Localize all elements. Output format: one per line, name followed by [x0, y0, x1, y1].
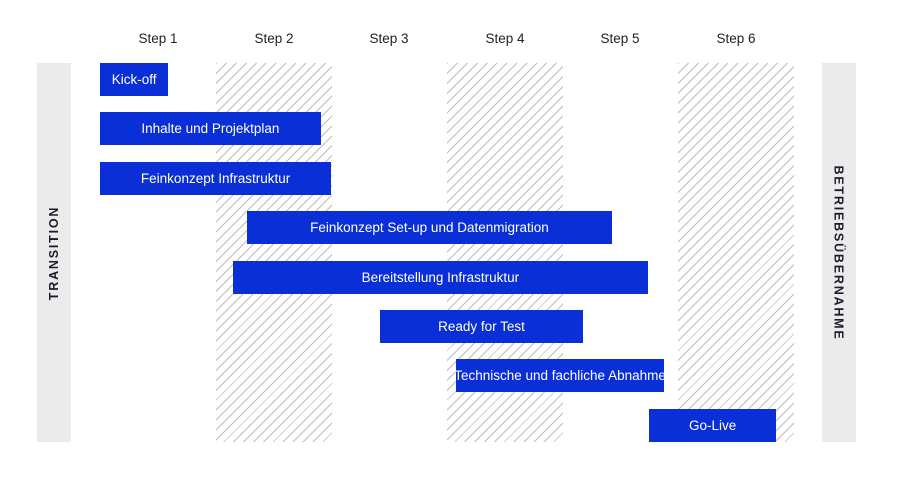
task-bar-kick-off: Kick-off	[100, 63, 169, 96]
betriebsuebernahme-sidebar: BETRIEBSÜBERNAHME	[822, 63, 856, 442]
task-bar-go-live: Go-Live	[649, 408, 777, 442]
step-2-header: Step 2	[254, 31, 294, 46]
task-bar-feinkonzept-infrastruktur: Feinkonzept Infrastruktur	[100, 161, 332, 195]
step-3-header: Step 3	[369, 31, 409, 46]
task-bar-feinkonzept-setup-datenmigration: Feinkonzept Set-up und Datenmigration	[246, 211, 613, 245]
step-4-header: Step 4	[485, 31, 525, 46]
task-bar-bereitstellung-infrastruktur: Bereitstellung Infrastruktur	[232, 260, 648, 294]
task-bar-inhalte-und-projektplan: Inhalte und Projektplan	[100, 112, 321, 146]
transition-label: TRANSITION	[47, 205, 62, 300]
task-bar-ready-for-test: Ready for Test	[379, 310, 584, 343]
task-bar-technische-fachliche-abnahme: Technische und fachliche Abnahme	[454, 359, 666, 393]
step-6-header: Step 6	[716, 31, 756, 46]
step-6-hatched-column	[678, 63, 794, 442]
step-5-header: Step 5	[600, 31, 640, 46]
betriebsuebernahme-label: BETRIEBSÜBERNAHME	[832, 164, 846, 341]
step-1-header: Step 1	[138, 31, 178, 46]
transition-sidebar: TRANSITION	[37, 63, 71, 442]
